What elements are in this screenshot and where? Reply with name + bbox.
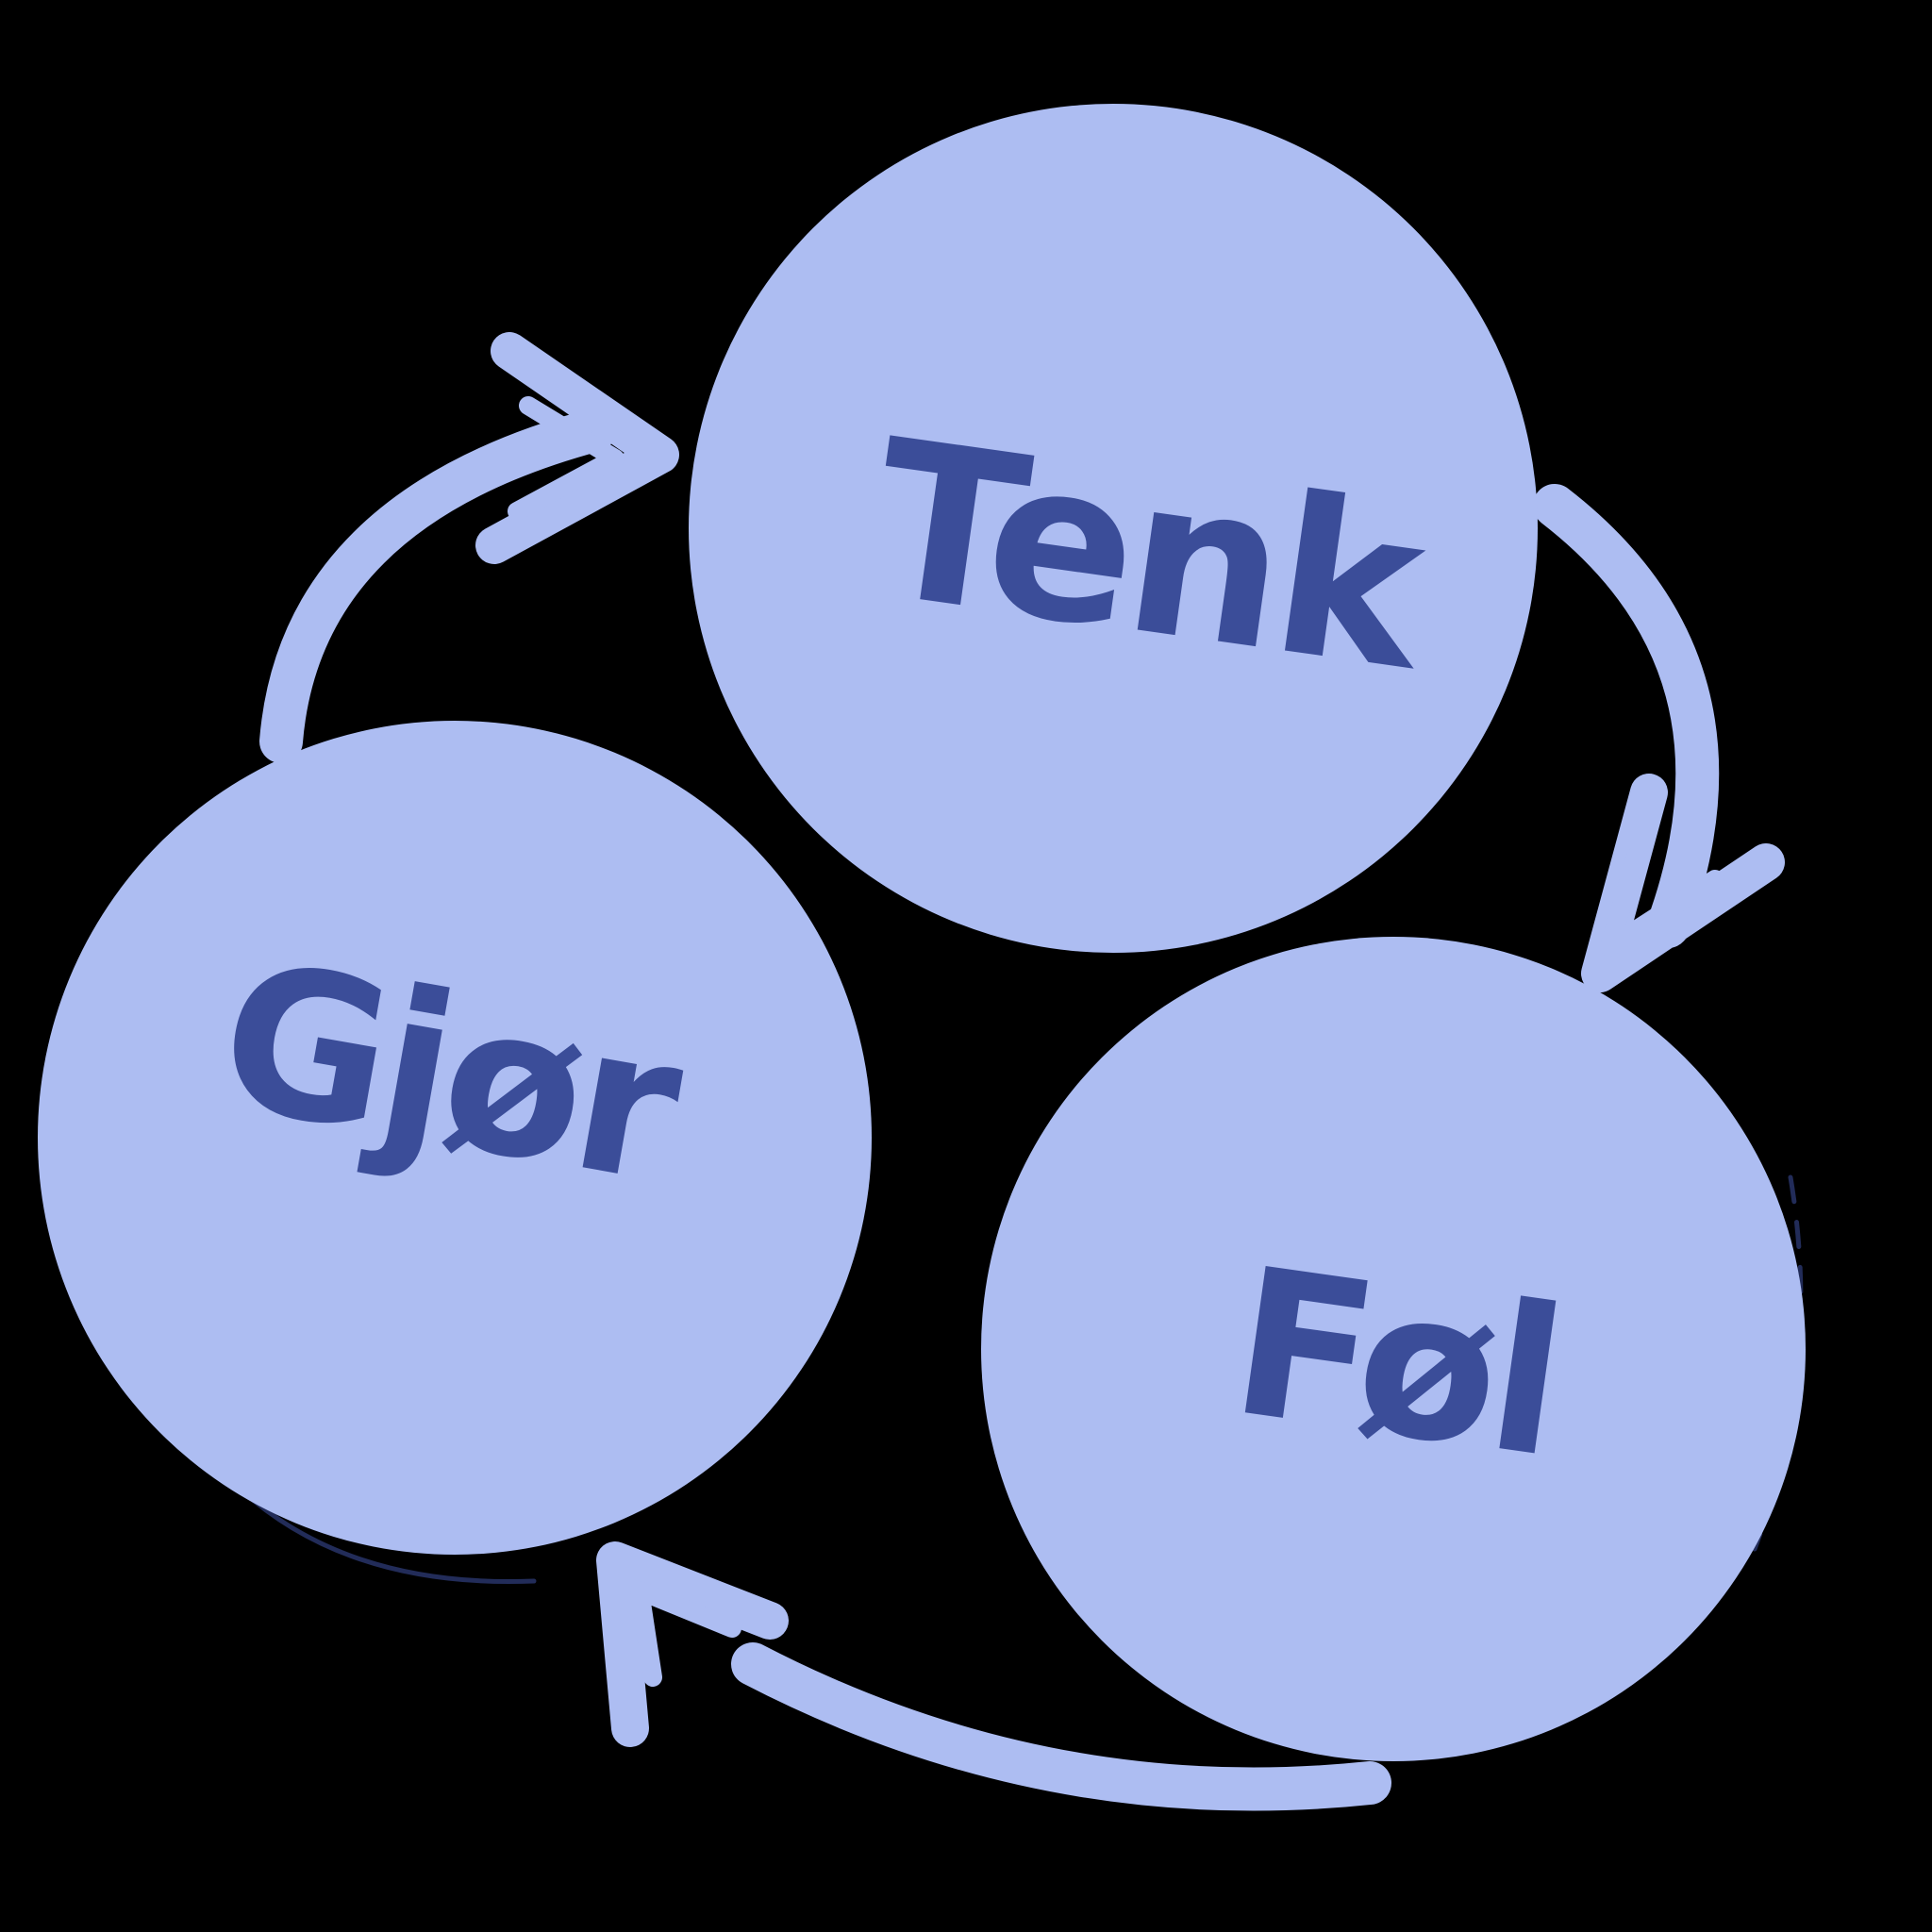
node-gjor: Gjør	[38, 721, 872, 1555]
node-fol: Føl	[981, 937, 1806, 1761]
arrow-gjor-to-tenk-icon	[259, 332, 679, 763]
sketch-arc-gjor	[233, 1482, 537, 1585]
node-tenk: Tenk	[689, 104, 1538, 953]
node-gjor-label: Gjør	[204, 915, 692, 1228]
node-fol-label: Føl	[1220, 1222, 1573, 1503]
node-tenk-label: Tenk	[859, 393, 1433, 719]
arrow-fol-to-gjor-icon	[596, 1541, 1391, 1811]
arrow-tenk-to-fol-icon	[1533, 484, 1785, 992]
